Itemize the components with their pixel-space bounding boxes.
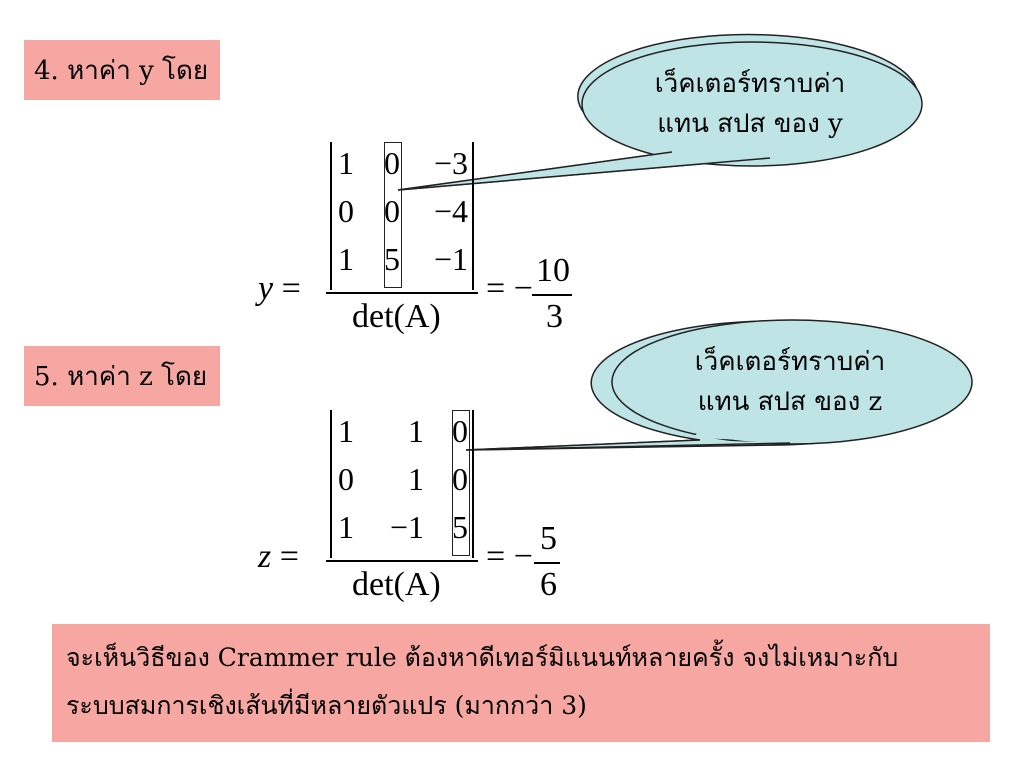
matrix-z-cell: 1 (408, 413, 424, 449)
det-bar-left (330, 410, 332, 558)
det-bar-right (472, 142, 474, 290)
matrix-y-cell: −3 (433, 145, 468, 181)
matrix-z-cell: 0 (452, 461, 468, 497)
result-z-line (534, 562, 560, 564)
highlight-column-z (452, 410, 470, 556)
matrix-z-cell: 1 (408, 461, 424, 497)
matrix-y-cell: 0 (384, 193, 400, 229)
det-bar-right (472, 410, 474, 558)
result-z-denominator: 6 (540, 566, 557, 603)
conclusion-note: จะเห็นวิธีของ Crammer rule ต้องหาดีเทอร์… (52, 624, 990, 742)
result-z-numerator: 5 (540, 520, 557, 557)
callout-z-line2: แทน สปส ของ z (697, 387, 883, 417)
result-y-line (532, 294, 572, 296)
equation-z-var: z = (258, 538, 299, 575)
step5-label: 5. หาค่า z โดย (24, 346, 220, 406)
equation-z-denominator: det(A) (352, 566, 441, 603)
matrix-z-cell: −1 (389, 509, 424, 545)
step4-label: 4. หาค่า y โดย (24, 40, 220, 100)
det-bar-left (330, 142, 332, 290)
step5-label-text: 5. หาค่า z โดย (34, 361, 208, 392)
fraction-line-y (326, 292, 478, 294)
matrix-z-cell: 0 (338, 461, 354, 497)
fraction-line-z (326, 560, 478, 562)
matrix-y-cell: −4 (433, 193, 468, 229)
result-y-denominator: 3 (546, 298, 563, 335)
matrix-y-cell: 1 (338, 241, 354, 277)
equation-z-equals: = − (486, 538, 533, 575)
callout-y-line2: แทน สปส ของ y (657, 109, 843, 139)
equation-y-denominator: det(A) (352, 298, 441, 335)
highlight-column-y (384, 142, 402, 288)
matrix-z-cell: 1 (338, 509, 354, 545)
callout-z-line1: เว็คเตอร์ทราบค่า (694, 347, 886, 377)
callout-y-text: เว็คเตอร์ทราบค่า แทน สปส ของ y (600, 64, 900, 144)
callout-y-line1: เว็คเตอร์ทราบค่า (654, 69, 846, 99)
conclusion-line2: ระบบสมการเชิงเส้นที่มีหลายตัวแปร (มากกว่… (66, 691, 587, 720)
callout-z-text: เว็คเตอร์ทราบค่า แทน สปส ของ z (640, 342, 940, 422)
equation-y-var: y = (258, 270, 301, 307)
matrix-z-cell: 1 (338, 413, 354, 449)
result-y-numerator: 10 (536, 252, 570, 289)
matrix-y-cell: 5 (384, 241, 400, 277)
matrix-y-cell: 0 (338, 193, 354, 229)
equation-y-equals: = − (486, 270, 533, 307)
step4-label-text: 4. หาค่า y โดย (34, 55, 209, 86)
matrix-y-cell: 1 (338, 145, 354, 181)
conclusion-line1: จะเห็นวิธีของ Crammer rule ต้องหาดีเทอร์… (66, 643, 899, 672)
matrix-y-cell: −1 (433, 241, 468, 277)
matrix-z-cell: 5 (452, 509, 468, 545)
matrix-y-cell: 0 (384, 145, 400, 181)
matrix-z-cell: 0 (452, 413, 468, 449)
